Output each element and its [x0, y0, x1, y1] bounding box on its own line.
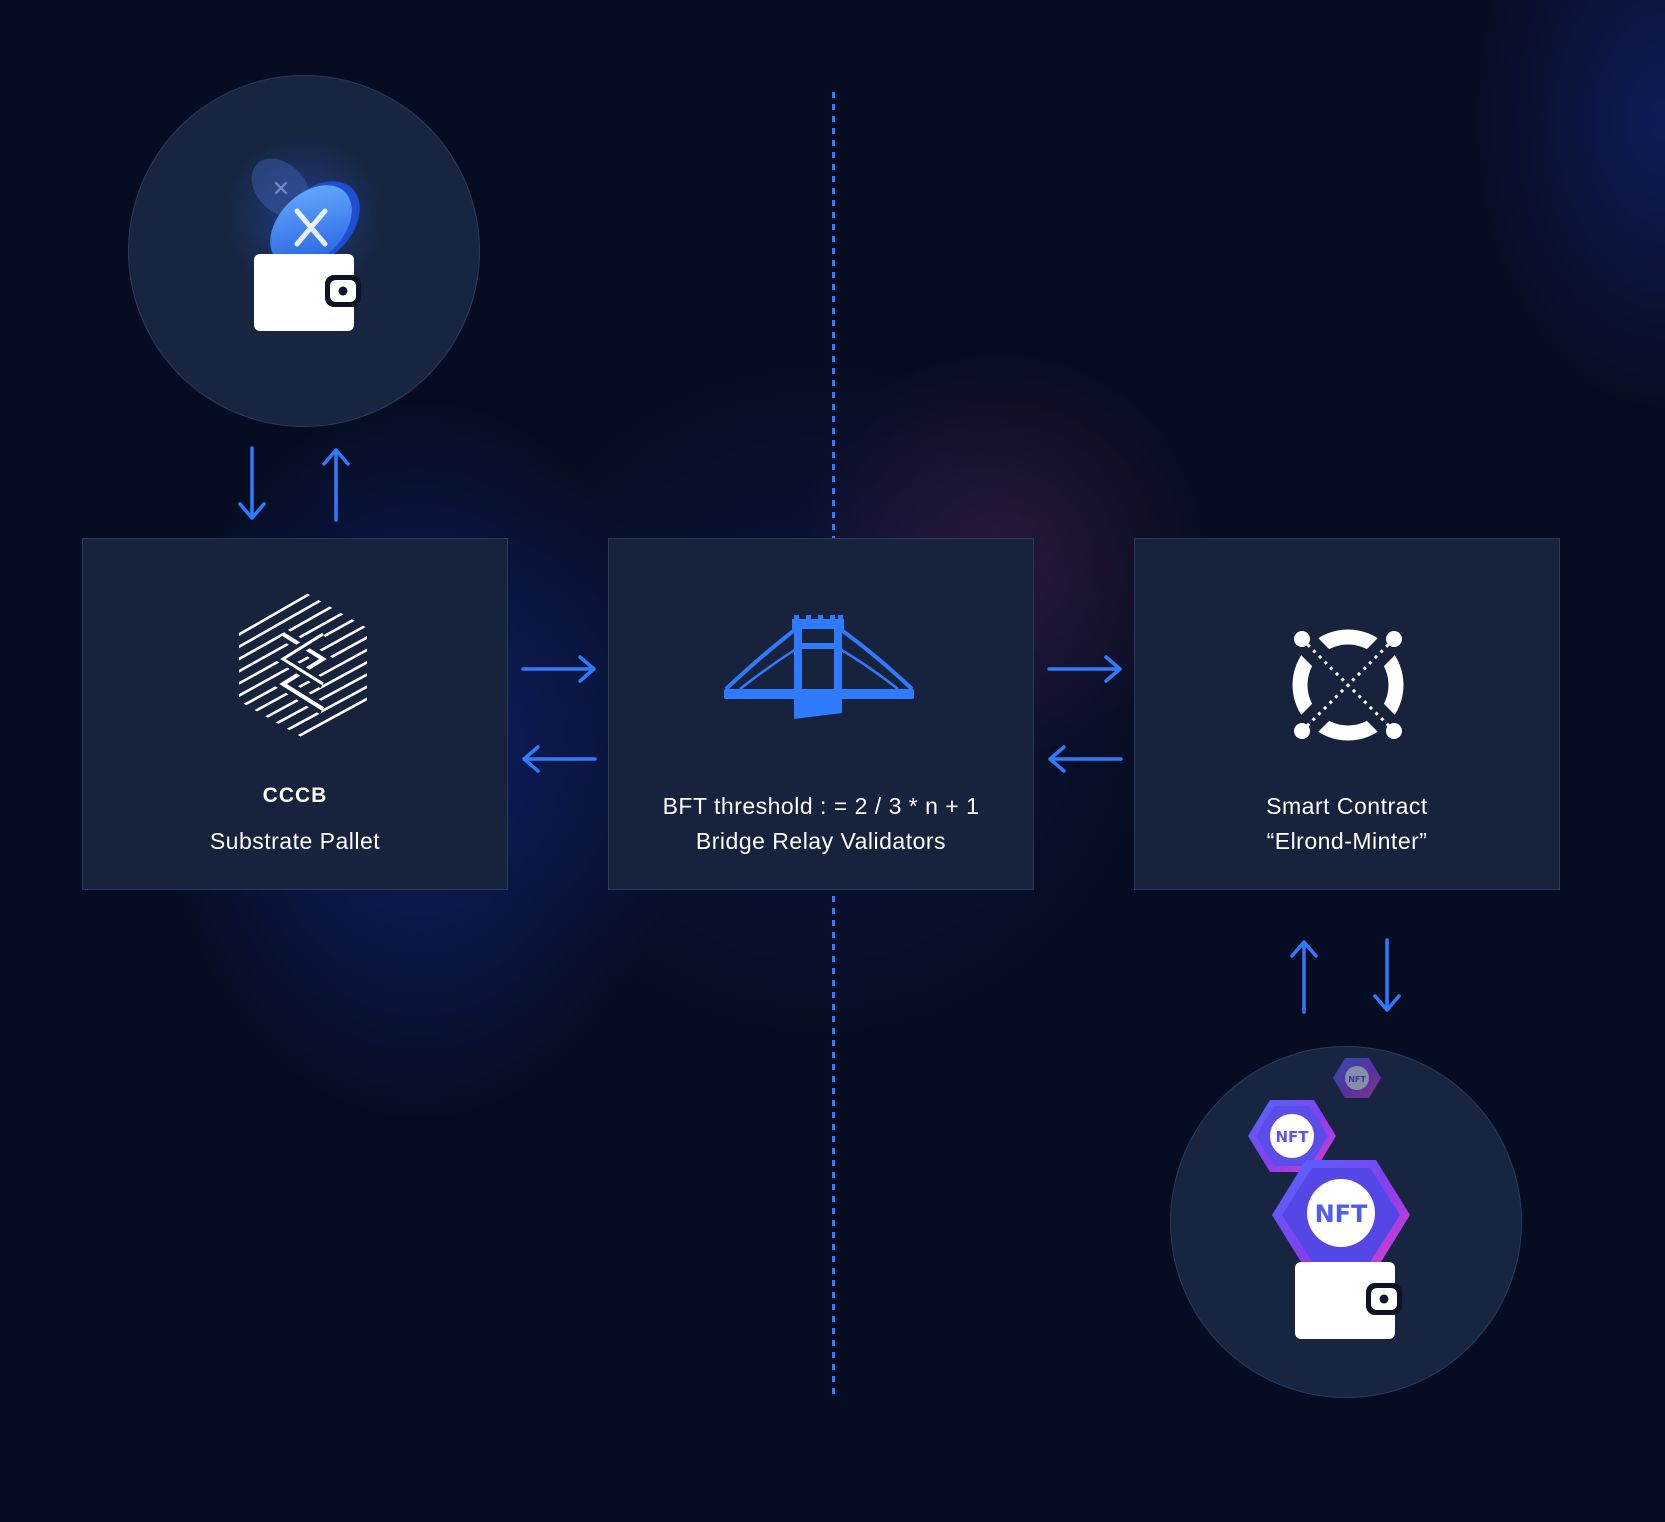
pallet-subtitle: Substrate Pallet [209, 828, 381, 854]
arrow-down-to-nft-wallet [1371, 938, 1403, 1014]
pallet-title: CCCB [262, 784, 328, 807]
bft-threshold-label: BFT threshold : = 2 / 3 * n + 1 [662, 793, 980, 819]
bridge-relay-validators-label: Bridge Relay Validators [695, 828, 947, 854]
nft-badge-small: NFT [1333, 1058, 1381, 1098]
arrow-right-to-contract [1046, 654, 1124, 684]
svg-text:NFT: NFT [1315, 1200, 1368, 1228]
substrate-pallet-node: CCCB Substrate Pallet [82, 538, 508, 890]
elrond-logo-icon [1292, 629, 1404, 741]
svg-text:NFT: NFT [1275, 1128, 1309, 1146]
bridge-icon [724, 615, 914, 719]
nft-badge-large: NFT [1272, 1160, 1410, 1270]
source-wallet-node: ✕ [128, 75, 480, 427]
arrow-right-to-bridge [520, 654, 598, 684]
nft-badge-medium: NFT [1248, 1100, 1336, 1172]
svg-text:✕: ✕ [272, 177, 290, 202]
wallet-with-nft-icon: NFT NFT NFT [1248, 1058, 1410, 1339]
arrow-left-to-pallet [520, 744, 598, 774]
arrow-up-to-wallet [320, 446, 352, 522]
wallet-with-coin-icon: ✕ [224, 136, 384, 331]
bridge-relay-node: BFT threshold : = 2 / 3 * n + 1 Bridge R… [608, 538, 1034, 890]
smart-contract-label: Smart Contract [1266, 793, 1428, 819]
svg-text:NFT: NFT [1348, 1075, 1366, 1084]
arrow-left-to-bridge [1046, 744, 1124, 774]
substrate-hexagon-logo-icon [239, 591, 367, 738]
arrow-down-to-pallet [236, 446, 268, 522]
arrow-up-to-contract [1288, 938, 1320, 1014]
elrond-minter-contract-node: Smart Contract “Elrond-Minter” [1134, 538, 1560, 890]
elrond-minter-label: “Elrond-Minter” [1266, 828, 1428, 854]
